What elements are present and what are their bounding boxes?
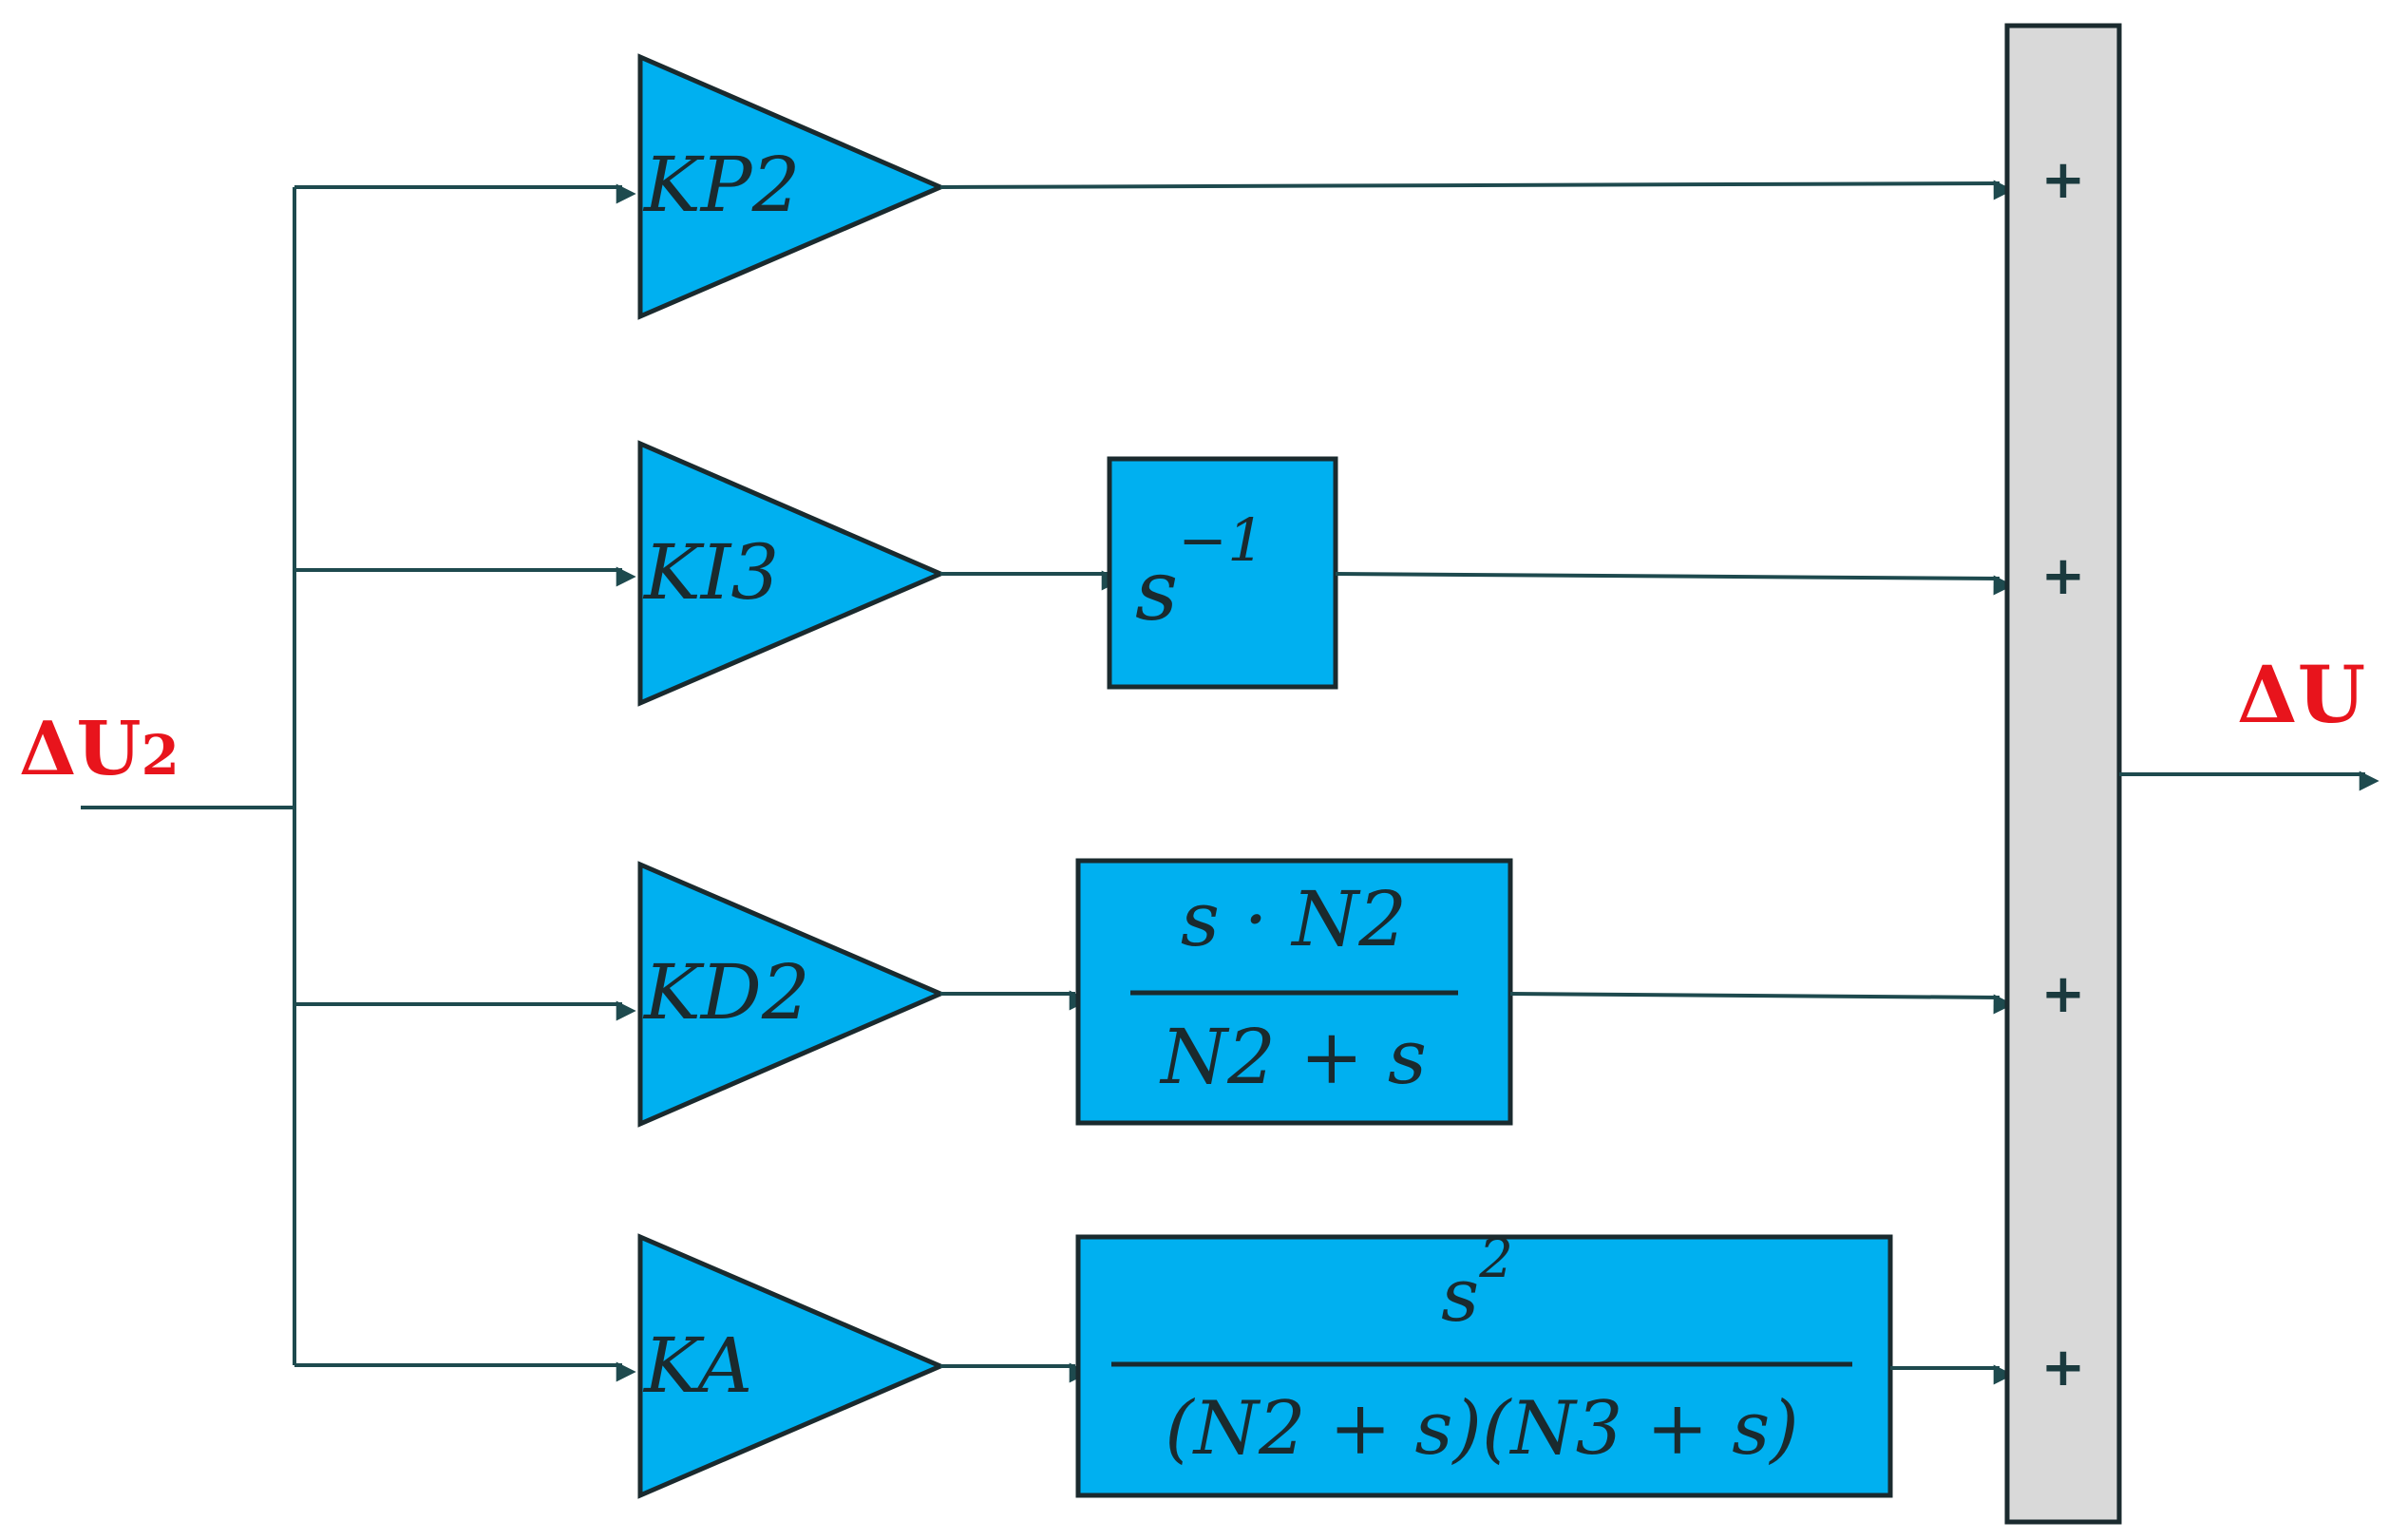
derivative-filter-numerator: s · N2 xyxy=(1181,875,1407,963)
sum-sign-2: + xyxy=(2041,545,2086,607)
sum-block: + + + + xyxy=(2004,23,2122,1525)
integrator-to-sum-wire xyxy=(1335,572,2014,596)
gain-kp2-label: KP2 xyxy=(642,141,801,229)
gain-kp2: KP2 xyxy=(637,53,947,320)
sum-sign-3: + xyxy=(2041,963,2086,1025)
gain-ki3-label: KI3 xyxy=(642,528,779,617)
integrator-expression: s−1 xyxy=(1135,505,1265,639)
gain-ka: KA xyxy=(637,1233,947,1499)
gain-ka-label: KA xyxy=(642,1321,752,1410)
sum-sign-1: + xyxy=(2041,149,2086,211)
sum-sign-4: + xyxy=(2041,1337,2086,1398)
derivative-to-sum-wire xyxy=(1509,992,2014,1015)
output-signal-label: ΔU xyxy=(2237,650,2365,741)
gain-kd2-label: KD2 xyxy=(642,948,810,1036)
accel-filter-numerator: s2 xyxy=(1441,1228,1513,1339)
gain-kd2: KD2 xyxy=(637,861,947,1128)
input-signal-label: ΔU2 xyxy=(19,706,180,792)
gain-ki3: KI3 xyxy=(637,440,947,707)
kp2-to-sum-wire xyxy=(939,180,2014,200)
derivative-filter-block: s · N2 N2 + s xyxy=(1075,858,1513,1126)
accel-filter-block: s2 (N2 + s)(N3 + s) xyxy=(1075,1228,1893,1498)
integrator-block: s−1 xyxy=(1107,456,1338,690)
accel-filter-denominator: (N2 + s)(N3 + s) xyxy=(1165,1386,1798,1472)
derivative-filter-denominator: N2 + s xyxy=(1159,1013,1427,1101)
